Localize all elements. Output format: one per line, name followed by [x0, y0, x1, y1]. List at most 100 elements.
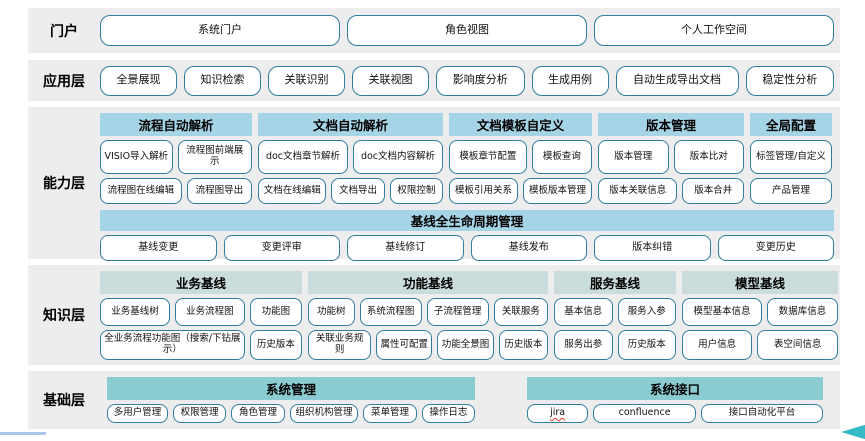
- layer-label-knowledge: 知识层: [43, 308, 85, 324]
- knowledge-item: 服务入参: [617, 298, 676, 326]
- knowledge-item: 关联业务规则: [308, 330, 372, 360]
- layer-label-application: 应用层: [43, 73, 85, 90]
- app-item: 稳定性分析: [745, 65, 834, 96]
- baseline-lifecycle-header: 基线全生命周期管理: [100, 210, 834, 231]
- portal-item: 个人工作空间: [594, 15, 834, 46]
- knowledge-item: 表空间信息: [757, 330, 838, 360]
- group-header: 系统管理: [107, 377, 475, 400]
- group-row: 流程图在线编辑流程图导出: [100, 178, 252, 204]
- foundation-item: 权限管理: [172, 404, 227, 423]
- group-row: 产品管理: [750, 178, 832, 204]
- group-row: 模板引用关系模板版本管理: [449, 178, 592, 204]
- capability-item: 版本合并: [682, 178, 744, 204]
- baseline-item: 变更历史: [717, 235, 834, 261]
- group-row: 多用户管理权限管理角色管理组织机构管理菜单管理操作日志: [107, 404, 476, 423]
- group-header: 版本管理: [598, 113, 744, 136]
- capability-item: 标签管理/自定义: [750, 140, 832, 174]
- group-row: 模型基本信息数据库信息: [682, 298, 838, 326]
- portal-item: 系统门户: [100, 15, 340, 46]
- baseline-item: 基线修订: [347, 235, 464, 261]
- knowledge-item: 属性可配置: [376, 330, 433, 360]
- baseline-item: 变更评审: [223, 235, 340, 261]
- knowledge-item: 功能图: [249, 298, 302, 326]
- foundation-item: jira: [527, 404, 589, 423]
- capability-item: 流程图导出: [186, 178, 252, 204]
- foundation-item: 组织机构管理: [289, 404, 359, 423]
- capability-item: 模板版本管理: [523, 178, 592, 204]
- foundation-item: 接口自动化平台: [701, 404, 823, 423]
- group-row: 关联业务规则属性可配置功能全景图历史版本: [308, 330, 548, 360]
- knowledge-group: 模型基线模型基本信息数据库信息用户信息表空间信息: [682, 271, 838, 360]
- capability-item: 文档导出: [331, 178, 385, 204]
- knowledge-item: 数据库信息: [767, 298, 838, 326]
- capability-item: 版本管理: [598, 140, 669, 174]
- baseline-item: 基线变更: [100, 235, 217, 261]
- group-header: 系统接口: [527, 377, 823, 400]
- knowledge-item: 历史版本: [617, 330, 676, 360]
- group-row: 版本管理版本比对: [598, 140, 744, 174]
- page-corner-decoration: [0, 0, 23, 31]
- group-row: 模板章节配置模板查询: [449, 140, 592, 174]
- group-row: 业务基线树业务流程图功能图: [100, 298, 302, 326]
- app-item: 自动生成导出文档: [615, 65, 739, 96]
- group-row: 服务出参历史版本: [554, 330, 676, 360]
- group-header: 文档自动解析: [258, 113, 443, 136]
- baseline-lifecycle-group: 基线全生命周期管理 基线变更变更评审基线修订基线发布版本纠错变更历史: [100, 210, 834, 261]
- capability-item: 流程图前端展示: [177, 140, 252, 174]
- group-row: 功能树系统流程图子流程管理关联服务: [308, 298, 548, 326]
- knowledge-item: 系统流程图: [359, 298, 422, 326]
- group-header: 功能基线: [308, 271, 548, 294]
- capability-item: doc文档内容解析: [353, 140, 443, 174]
- knowledge-group: 服务基线基本信息服务入参服务出参历史版本: [554, 271, 676, 360]
- group-row: 标签管理/自定义: [750, 140, 832, 174]
- capability-group: 版本管理版本管理版本比对版本关联信息版本合并: [598, 113, 744, 204]
- group-row: 版本关联信息版本合并: [598, 178, 744, 204]
- knowledge-item: 用户信息: [682, 330, 753, 360]
- app-item: 全景展现: [100, 65, 177, 96]
- bottom-right-arrow-decoration: [841, 423, 865, 441]
- app-item: 影响度分析: [436, 65, 525, 96]
- group-header: 流程自动解析: [100, 113, 252, 136]
- knowledge-item: 全业务流程功能图（搜索/下钻展示）: [100, 330, 245, 360]
- group-row: VISIO导入解析流程图前端展示: [100, 140, 252, 174]
- knowledge-group: 业务基线业务基线树业务流程图功能图全业务流程功能图（搜索/下钻展示）历史版本: [100, 271, 302, 360]
- knowledge-item: 功能全景图: [437, 330, 494, 360]
- knowledge-item: 关联服务: [493, 298, 548, 326]
- foundation-item: 操作日志: [421, 404, 476, 423]
- knowledge-item: 服务出参: [554, 330, 613, 360]
- group-row: 文档在线编辑文档导出权限控制: [258, 178, 443, 204]
- knowledge-item: 业务基线树: [100, 298, 170, 326]
- group-header: 全局配置: [750, 113, 832, 136]
- group-row: 基本信息服务入参: [554, 298, 676, 326]
- layer-knowledge: 知识层 业务基线业务基线树业务流程图功能图全业务流程功能图（搜索/下钻展示） 历史…: [28, 265, 840, 365]
- capability-item: 版本比对: [673, 140, 744, 174]
- knowledge-item: 基本信息: [554, 298, 613, 326]
- capability-item: 权限控制: [389, 178, 443, 204]
- group-header: 业务基线: [100, 271, 302, 294]
- layer-application: 应用层 全景展现知识检索关联识别关联视图影响度分析生成用例自动生成导出文档稳定性…: [28, 60, 840, 101]
- knowledge-item: 历史版本: [498, 330, 548, 360]
- foundation-item: 多用户管理: [107, 404, 168, 423]
- capability-item: 版本关联信息: [598, 178, 678, 204]
- layer-label-capability: 能力层: [43, 176, 85, 192]
- knowledge-item: 业务流程图: [174, 298, 245, 326]
- layer-foundation: 基础层 系统管理多用户管理权限管理角色管理组织机构管理菜单管理操作日志 系统接口 j…: [28, 371, 840, 429]
- layer-label-foundation: 基础层: [43, 393, 85, 409]
- group-row: 用户信息表空间信息: [682, 330, 838, 360]
- capability-group: 文档模板自定义模板章节配置模板查询模板引用关系模板版本管理: [449, 113, 592, 204]
- capability-item: 产品管理: [750, 178, 832, 204]
- foundation-item: confluence: [593, 404, 697, 423]
- app-item: 关联识别: [268, 65, 345, 96]
- capability-item: VISIO导入解析: [100, 140, 173, 174]
- capability-item: 流程图在线编辑: [100, 178, 182, 204]
- knowledge-item: 子流程管理: [426, 298, 489, 326]
- capability-group: 全局配置标签管理/自定义产品管理: [750, 113, 832, 204]
- knowledge-item: 功能树: [308, 298, 355, 326]
- layer-portal: 门户 系统门户角色视图个人工作空间: [28, 8, 840, 53]
- bottom-left-line-decoration: [0, 432, 46, 435]
